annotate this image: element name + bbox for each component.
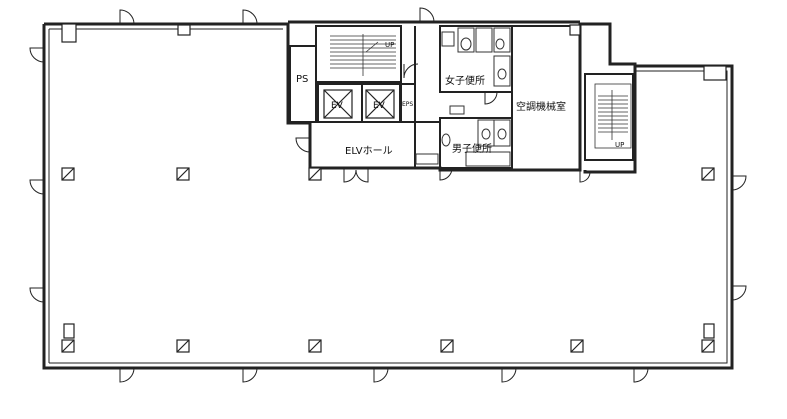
door-swing-toilet — [439, 167, 453, 181]
column — [570, 339, 584, 353]
door-swing-top-2 — [242, 9, 258, 25]
room-labels: PS UP EV EV EPS ELVホール 女子便所 男子便所 空調機械室 U… — [296, 41, 624, 157]
column — [569, 24, 581, 36]
door-swing-stair — [403, 63, 419, 79]
elv-hall-room — [309, 121, 441, 169]
mens-toilet-label: 男子便所 — [452, 142, 492, 155]
up-main-label: UP — [385, 41, 394, 49]
column — [176, 167, 190, 181]
elv-hall-label: ELVホール — [345, 145, 393, 157]
door-swing-bottom-2 — [242, 367, 258, 383]
main-stair — [315, 25, 402, 83]
toilet-fixtures — [415, 27, 511, 167]
door-swing-left-3 — [29, 287, 45, 303]
core — [289, 25, 634, 171]
door-swing-left-1 — [29, 47, 45, 63]
eps-label: EPS — [402, 101, 413, 108]
doors — [29, 7, 747, 383]
door-swing-top-1 — [119, 9, 135, 25]
main-stair-treads — [330, 34, 396, 76]
door-swing-bottom-4 — [501, 367, 517, 383]
ps-label: PS — [296, 74, 308, 85]
door-swing-womens — [484, 91, 498, 105]
column — [63, 323, 75, 339]
column — [61, 23, 77, 43]
ev-left-label: EV — [331, 101, 344, 111]
up-east-label: UP — [615, 141, 624, 149]
elevator-cars — [323, 89, 395, 119]
mechanical-room — [511, 25, 581, 171]
column — [703, 323, 715, 339]
mens-toilet-room — [439, 117, 513, 169]
door-swing-left-2 — [29, 179, 45, 195]
column — [308, 167, 322, 181]
mechanical-room-label: 空調機械室 — [516, 100, 566, 113]
door-swing-right-2 — [731, 285, 747, 301]
column — [440, 339, 454, 353]
ev-right-label: EV — [373, 101, 386, 111]
door-swing-bottom-1 — [119, 367, 135, 383]
column — [61, 339, 75, 353]
column — [701, 167, 715, 181]
column — [61, 167, 75, 181]
womens-toilet-label: 女子便所 — [445, 74, 485, 87]
column — [177, 24, 191, 36]
east-stair-treads — [594, 83, 632, 149]
east-stair — [584, 73, 634, 161]
columns — [61, 23, 727, 353]
column — [703, 65, 727, 81]
door-swing-elv-west — [295, 137, 311, 153]
ps-room — [289, 45, 317, 123]
door-swing-bottom-5 — [633, 367, 649, 383]
door-swing-right-1 — [731, 175, 747, 191]
column — [701, 339, 715, 353]
door-swing-top-3 — [419, 7, 435, 23]
column — [308, 339, 322, 353]
door-swing-elv-hall — [343, 168, 369, 183]
column — [176, 339, 190, 353]
door-swing-mech — [579, 170, 591, 183]
door-swing-bottom-3 — [373, 367, 389, 383]
